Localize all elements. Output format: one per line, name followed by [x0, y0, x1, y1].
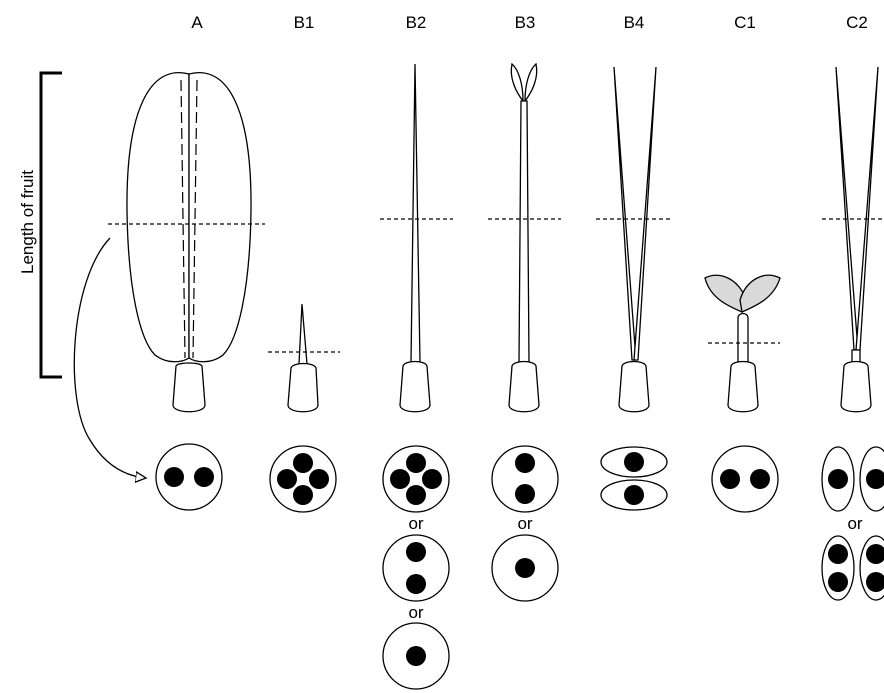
column-label-b2: B2	[406, 13, 427, 32]
fruit-c2	[822, 66, 884, 413]
column-label-b3: B3	[515, 13, 536, 32]
cross-section-c2-option-1	[821, 446, 884, 512]
fruit-b2	[380, 63, 453, 413]
seed-icon	[406, 574, 426, 594]
seed-icon	[828, 572, 848, 592]
seed-icon	[866, 544, 884, 564]
fruit-b3	[488, 62, 561, 413]
seed-icon	[390, 469, 410, 489]
length-of-fruit-label: Length of fruit	[18, 170, 37, 274]
column-label-c1: C1	[734, 13, 756, 32]
cross-section-b2-option-2	[382, 534, 450, 602]
cross-section-b3-option-1	[491, 445, 559, 513]
seed-icon	[828, 544, 848, 564]
column-label-b4: B4	[624, 13, 645, 32]
seed-icon	[515, 484, 535, 504]
cross-section-a	[155, 443, 223, 511]
column-label-a: A	[191, 13, 203, 32]
seed-icon	[624, 452, 644, 472]
seed-icon	[164, 467, 184, 487]
seed-icon	[293, 453, 313, 473]
fruit-a	[108, 72, 265, 413]
seed-icon	[422, 469, 442, 489]
cross-section-b3-option-2	[491, 534, 559, 602]
fruit-b4	[596, 66, 670, 413]
fruit-b1	[268, 303, 340, 413]
cross-section-b1	[269, 445, 337, 513]
or-label: or	[847, 514, 862, 533]
cross-section-b2-option-3	[382, 622, 450, 690]
seed-icon	[828, 469, 848, 489]
seed-icon	[866, 572, 884, 592]
or-label: or	[408, 603, 423, 622]
cross-section-b2-option-1	[382, 445, 450, 513]
seed-icon	[720, 469, 740, 489]
seed-icon	[515, 558, 535, 578]
section-arrow	[73, 237, 146, 478]
seed-icon	[277, 469, 297, 489]
seed-icon	[309, 469, 329, 489]
seed-icon	[406, 542, 426, 562]
or-label: or	[408, 514, 423, 533]
seed-icon	[515, 453, 535, 473]
seed-icon	[750, 469, 770, 489]
column-label-c2: C2	[846, 13, 868, 32]
fruit-c1	[704, 274, 781, 413]
cross-section-c1	[711, 445, 779, 513]
seed-icon	[624, 485, 644, 505]
column-label-b1: B1	[294, 13, 315, 32]
cross-section-b4	[600, 446, 668, 511]
seed-icon	[293, 485, 313, 505]
seed-icon	[406, 453, 426, 473]
seed-icon	[194, 467, 214, 487]
seed-icon	[406, 646, 426, 666]
length-bracket	[39, 71, 62, 379]
seed-icon	[406, 485, 426, 505]
or-label: or	[517, 514, 532, 533]
cross-section-c2-option-2	[821, 535, 884, 601]
seed-icon	[866, 469, 884, 489]
